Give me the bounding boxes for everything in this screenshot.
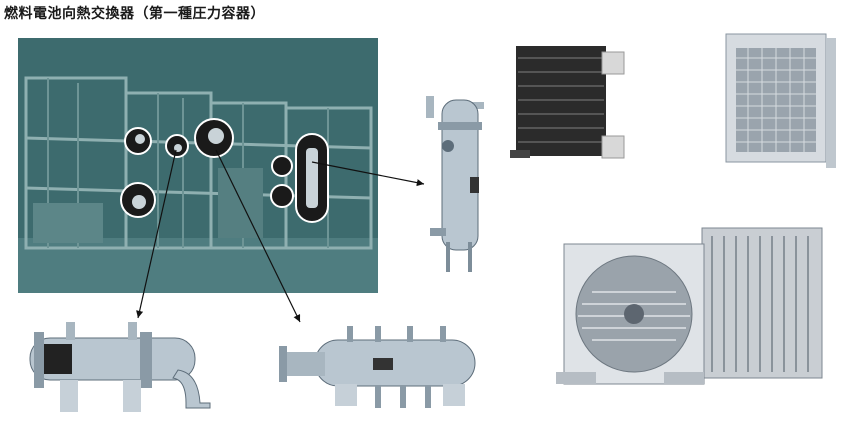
horizontal-pressure-vessel bbox=[275, 322, 480, 414]
fuel-cell-plant-photo bbox=[18, 38, 378, 293]
vertical-separator-vessel bbox=[420, 92, 490, 277]
black-oil-cooler bbox=[508, 40, 633, 170]
page-title: 燃料電池向熱交換器（第一種圧力容器） bbox=[4, 6, 265, 22]
fan-radiator-unit bbox=[552, 222, 837, 407]
shell-and-tube-exchanger bbox=[8, 318, 213, 418]
mesh-guard-air-cooler bbox=[722, 28, 840, 173]
